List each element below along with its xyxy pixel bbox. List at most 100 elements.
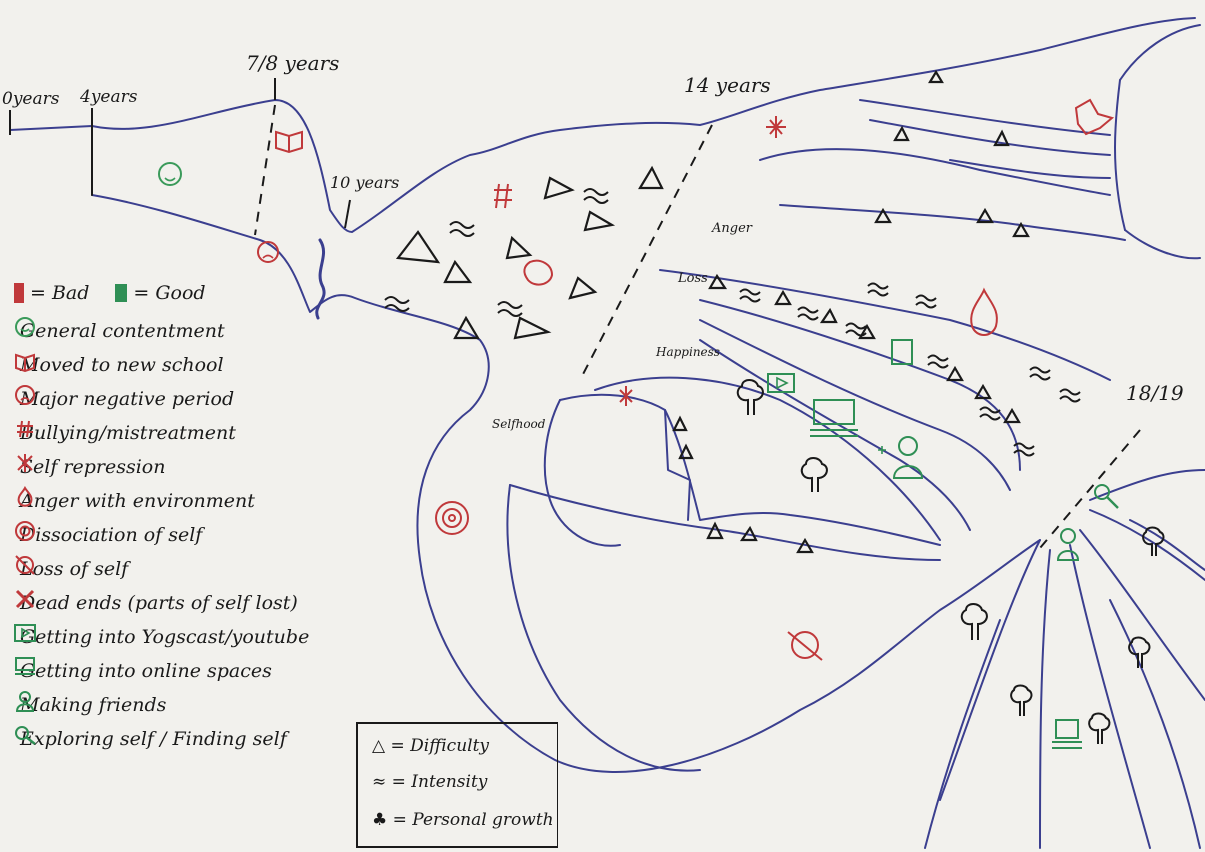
intensity-icon: [584, 189, 608, 203]
book-icon: [276, 132, 302, 152]
person-icon: [899, 437, 917, 455]
intensity-icon: [916, 296, 936, 308]
smiley-icon: [159, 163, 181, 185]
hash-icon: [494, 184, 512, 208]
intensity-icon: [498, 302, 522, 316]
tree-icon: ♣: [372, 810, 387, 830]
age-label-4: 4years: [79, 87, 138, 107]
age-label-0: 0years: [2, 89, 60, 109]
intensity-icon: [450, 222, 474, 236]
legend-item: Self repression: [14, 452, 165, 482]
difficulty-markers: [398, 72, 1028, 552]
difficulty-icon: [398, 232, 438, 262]
legend-item: Loss of self: [14, 554, 128, 584]
difficulty-icon: [507, 238, 530, 258]
legend-item-label: Making friends: [20, 694, 166, 716]
divider-7-8: [255, 105, 275, 235]
legend-bad-label: = Bad: [30, 282, 89, 304]
difficulty-icon: [1005, 410, 1019, 422]
legend-bad-good: = Bad = Good: [14, 278, 206, 308]
key-difficulty-label: = Difficulty: [390, 736, 489, 756]
difficulty-icon: [776, 292, 790, 304]
magnifier-icon: [1095, 485, 1109, 499]
difficulty-icon: [545, 178, 572, 198]
selfhood-island: [560, 395, 940, 545]
age-label-14: 14 years: [684, 73, 771, 97]
red-marker-icon: [14, 283, 24, 303]
key-row-difficulty: △ = Difficulty: [372, 736, 489, 756]
branch-label-loss: Loss: [677, 271, 708, 286]
key-row-intensity: ≈ = Intensity: [372, 772, 487, 792]
intensity-icon: [1030, 368, 1050, 380]
legend-item-label: Major negative period: [20, 388, 234, 410]
difficulty-icon: [930, 72, 942, 82]
key-row-growth: ♣ = Personal growth: [372, 810, 554, 830]
difficulty-icon: [822, 310, 836, 322]
x-cross-icon: [1076, 100, 1112, 134]
tree-icon: [802, 458, 827, 492]
person-icon: [1061, 529, 1075, 543]
computer-icon: [1056, 720, 1078, 738]
legend-item-label: Getting into online spaces: [20, 660, 272, 682]
legend-item: Getting into online spaces: [14, 656, 272, 686]
intensity-icon: [798, 308, 818, 320]
intensity-icon: ≈: [372, 772, 386, 792]
delta-branches: [940, 470, 1205, 848]
legend-item-label: Loss of self: [20, 558, 128, 580]
computer-icon: [814, 400, 854, 424]
upper-branch: [760, 149, 1110, 195]
legend-item: Exploring self / Finding self: [14, 724, 287, 754]
legend-item: Moved to new school: [14, 350, 224, 380]
intensity-icon: [928, 356, 948, 368]
age-label-18-19: 18/19: [1126, 381, 1184, 405]
key-intensity-label: = Intensity: [392, 772, 488, 792]
legend-item: Dead ends (parts of self lost): [14, 588, 298, 618]
age-label-10: 10 years: [330, 173, 399, 192]
legend-item-label: Exploring self / Finding self: [20, 728, 287, 750]
difficulty-icon: [515, 318, 548, 338]
difficulty-icon: [948, 368, 962, 380]
right-island: [1120, 25, 1200, 258]
difficulty-icon: △: [372, 736, 385, 756]
branch-label-selfhood: Selfhood: [492, 417, 546, 431]
legend-item-label: Dissociation of self: [20, 524, 202, 546]
legend-item-label: Bullying/mistreatment: [20, 422, 236, 444]
legend-item: Major negative period: [14, 384, 234, 414]
age-label-7-8: 7/8 years: [246, 51, 339, 75]
legend-item: Getting into Yogscast/youtube: [14, 622, 309, 652]
branch-label-anger: Anger: [711, 221, 753, 236]
legend-item-label: Getting into Yogscast/youtube: [20, 626, 309, 648]
symbol-key: △ = Difficulty ≈ = Intensity ♣ = Persona…: [356, 722, 558, 848]
tree-icon: [1089, 714, 1109, 745]
difficulty-icon: [708, 524, 722, 538]
spiral-icon: [436, 502, 468, 534]
legend-good-label: = Good: [133, 282, 205, 304]
difficulty-icon: [585, 212, 612, 230]
tree-icon: [962, 604, 987, 640]
difficulty-icon: [680, 446, 692, 458]
divider-14: [580, 125, 712, 380]
green-marker-icon: [115, 284, 127, 302]
legend-item-label: Dead ends (parts of self lost): [20, 592, 298, 614]
sad-face-icon: [524, 261, 552, 285]
divider-18-19: [1040, 430, 1140, 548]
legend-item-label: Anger with environment: [20, 490, 255, 512]
branch-label-happiness: Happiness: [655, 345, 720, 359]
key-growth-label: = Personal growth: [393, 810, 554, 830]
difficulty-icon: [674, 418, 686, 430]
tree-icon: [738, 380, 763, 415]
sad-face-icon: [258, 242, 278, 262]
difficulty-icon: [976, 386, 990, 398]
legend-item-label: Self repression: [20, 456, 165, 478]
legend-item-label: General contentment: [20, 320, 225, 342]
gorge-rocks: [317, 240, 324, 318]
play-screen-icon: [768, 374, 794, 392]
repression-icon: [766, 116, 786, 138]
tree-icon: [1011, 686, 1031, 717]
difficulty-icon: [895, 128, 908, 140]
difficulty-icon: [445, 262, 470, 282]
legend-item: General contentment: [14, 316, 225, 346]
intensity-icon: [1060, 390, 1080, 402]
intensity-icon: [868, 284, 888, 296]
